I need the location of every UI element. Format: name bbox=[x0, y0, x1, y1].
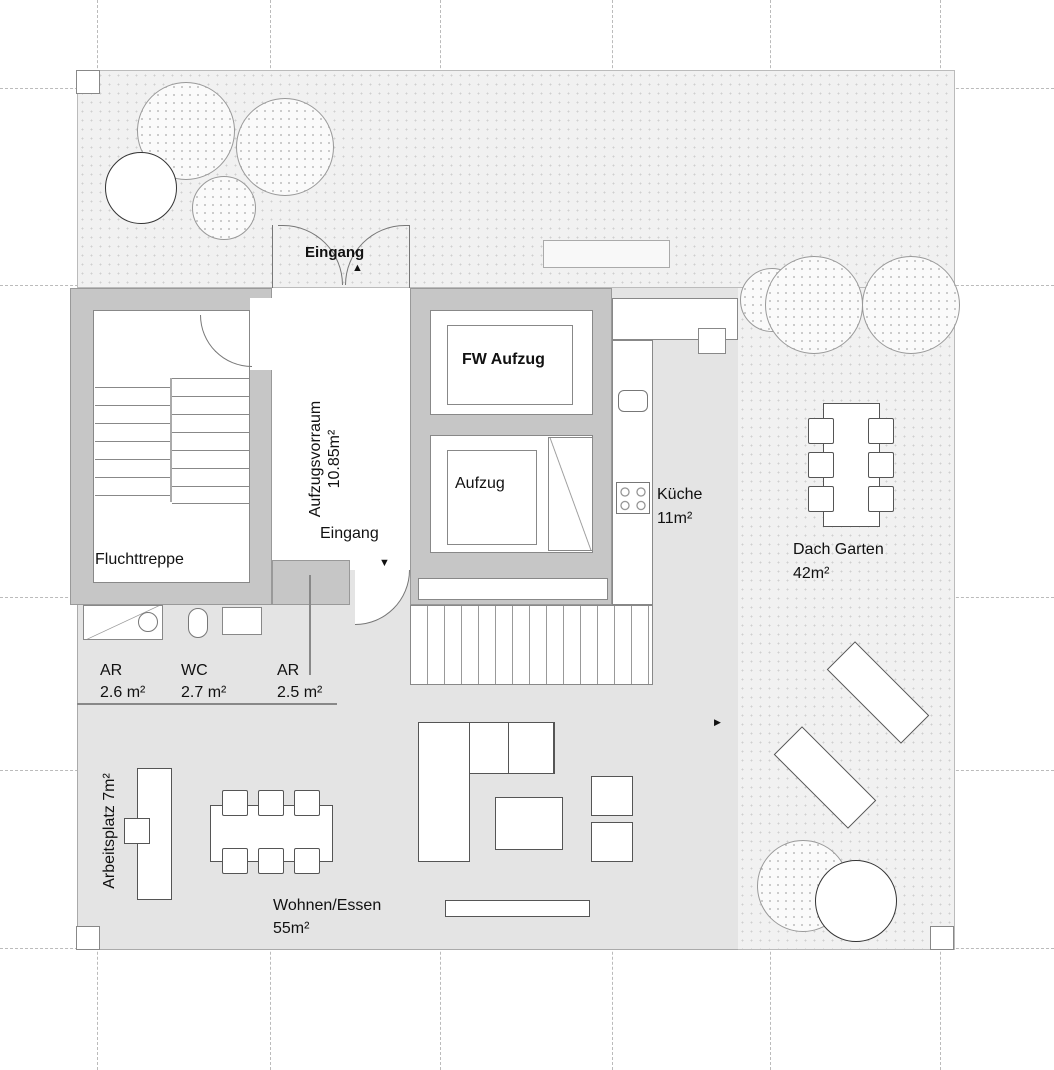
stair-step bbox=[172, 486, 250, 487]
plant-icon bbox=[105, 152, 177, 224]
stair-step bbox=[172, 432, 250, 433]
fw-elevator-label: FW Aufzug bbox=[462, 351, 545, 368]
stair-step bbox=[172, 414, 250, 415]
utility-rooms bbox=[77, 605, 337, 705]
plant-icon bbox=[815, 860, 897, 942]
column bbox=[930, 926, 954, 950]
stair-step bbox=[95, 387, 170, 388]
plant-icon bbox=[862, 256, 960, 354]
wc-name: WC bbox=[181, 662, 208, 679]
arrow-up-icon: ▲ bbox=[352, 262, 363, 274]
stair-step bbox=[172, 503, 250, 504]
chair bbox=[808, 418, 834, 444]
living-name: Wohnen/Essen bbox=[273, 897, 382, 914]
sofa-side bbox=[418, 722, 470, 862]
coffee-table bbox=[495, 797, 563, 850]
ar2-name: AR bbox=[277, 662, 300, 679]
kitchen-area: 11m² bbox=[657, 510, 693, 527]
staircase bbox=[410, 605, 653, 685]
chair bbox=[294, 790, 320, 816]
fw-elevator-car bbox=[447, 325, 573, 405]
entrance-inner-label: Eingang bbox=[320, 525, 379, 542]
chair bbox=[222, 848, 248, 874]
plant-icon bbox=[757, 840, 849, 932]
bench bbox=[543, 240, 670, 268]
roof-garden bbox=[738, 288, 955, 950]
chair bbox=[258, 790, 284, 816]
stair-step bbox=[172, 450, 250, 451]
chair bbox=[808, 486, 834, 512]
kitchen-name: Küche bbox=[657, 486, 703, 503]
appliance bbox=[698, 328, 726, 354]
lobby-name: Aufzugsvorraum bbox=[307, 400, 324, 518]
wc-area: 2.7 m² bbox=[181, 684, 227, 701]
ar1-name: AR bbox=[100, 662, 123, 679]
stair-step bbox=[95, 405, 170, 406]
arrow-down-icon: ▼ bbox=[379, 557, 390, 569]
chair bbox=[258, 848, 284, 874]
stair-step bbox=[172, 468, 250, 469]
ar2-area: 2.5 m² bbox=[277, 684, 323, 701]
kitchen-counter bbox=[612, 340, 653, 605]
shaft-void bbox=[548, 437, 593, 551]
stair-step bbox=[95, 477, 170, 478]
roof-garden-name: Dach Garten bbox=[793, 541, 884, 558]
roof-garden-area: 42m² bbox=[793, 565, 830, 582]
stair-flight-up bbox=[170, 378, 250, 502]
chair bbox=[868, 418, 894, 444]
arrow-right-icon: ▶ bbox=[714, 717, 721, 727]
plant-icon bbox=[137, 82, 235, 180]
sink-icon bbox=[618, 390, 648, 412]
stair-step bbox=[95, 495, 170, 496]
armchair bbox=[591, 822, 633, 862]
stair-door-opening bbox=[250, 298, 272, 370]
elevator-lobby bbox=[272, 288, 410, 570]
stove-icon bbox=[616, 482, 650, 514]
tv-board bbox=[445, 900, 590, 917]
elevator-car bbox=[447, 450, 537, 545]
chair bbox=[868, 452, 894, 478]
wc-sink-icon bbox=[222, 607, 262, 635]
chair bbox=[808, 452, 834, 478]
stair-step bbox=[95, 459, 170, 460]
escape-stair-label: Fluchttreppe bbox=[95, 551, 184, 568]
stair-step bbox=[172, 378, 250, 379]
plant-icon bbox=[236, 98, 334, 196]
ar1-area: 2.6 m² bbox=[100, 684, 146, 701]
desk-chair bbox=[124, 818, 150, 844]
elevator-label: Aufzug bbox=[455, 475, 505, 492]
stair-step bbox=[95, 441, 170, 442]
plant-icon bbox=[765, 256, 863, 354]
column bbox=[76, 926, 100, 950]
kitchen-counter-top bbox=[612, 298, 738, 340]
workspace-label: Arbeitsplatz 7m² bbox=[101, 773, 118, 889]
plant-icon bbox=[192, 176, 256, 240]
chair bbox=[868, 486, 894, 512]
stair-step bbox=[95, 423, 170, 424]
chair bbox=[294, 848, 320, 874]
column bbox=[76, 70, 100, 94]
armchair bbox=[591, 776, 633, 816]
living-area: 55m² bbox=[273, 920, 310, 937]
chair bbox=[222, 790, 248, 816]
lobby-area: 10.85m² bbox=[326, 429, 343, 489]
bicycle-icon bbox=[309, 575, 311, 675]
entrance-top-label: Eingang bbox=[305, 244, 365, 261]
wall bbox=[272, 560, 350, 605]
toilet-icon bbox=[188, 608, 208, 638]
counter bbox=[418, 578, 608, 600]
stair-step bbox=[172, 396, 250, 397]
washing-machine-icon bbox=[138, 612, 158, 632]
